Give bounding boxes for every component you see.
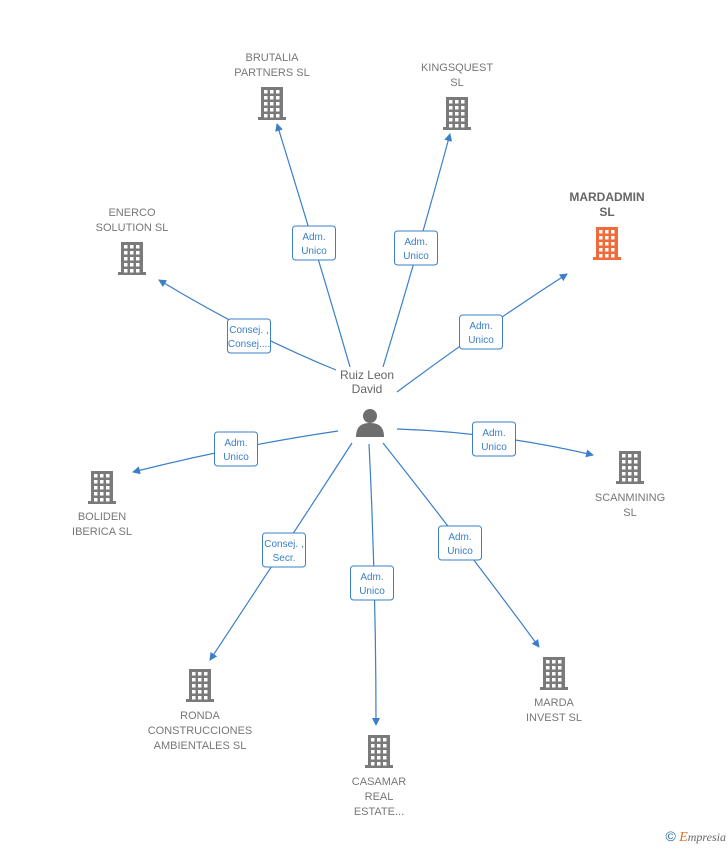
- company-name-line: MARDADMIN: [569, 190, 644, 204]
- relation-text: Consej. ,: [229, 325, 268, 336]
- relation-text: Consej. ,: [264, 539, 303, 550]
- company-name-line: BRUTALIA: [246, 52, 300, 64]
- relation-label-enerco[interactable]: Consej. , Consej....: [227, 318, 271, 354]
- company-name-line: SL: [450, 77, 463, 89]
- brand-initial: E: [679, 830, 688, 845]
- center-name-line1: Ruiz Leon: [340, 368, 394, 382]
- relation-text: Unico: [301, 246, 327, 257]
- company-name-line: CONSTRUCCIONES: [148, 725, 253, 737]
- person-icon: [356, 409, 384, 437]
- company-name-line: MARDA: [534, 697, 574, 709]
- edge-ronda: Consej. , Secr.: [209, 442, 353, 661]
- company-name-line: SCANMINING: [595, 492, 665, 504]
- edge-brutalia: Adm. Unico: [275, 123, 351, 368]
- company-name-line: INVEST SL: [526, 712, 582, 724]
- relation-text: Unico: [359, 586, 385, 597]
- relation-label-brutalia[interactable]: Adm. Unico: [292, 225, 336, 261]
- company-node-marda[interactable]: MARDA INVEST SL: [526, 657, 582, 724]
- relation-text: Unico: [481, 442, 507, 453]
- building-icon: [186, 669, 214, 702]
- relation-text: Adm.: [360, 572, 383, 583]
- relation-text: Unico: [447, 546, 473, 557]
- building-icon: [593, 227, 621, 260]
- company-name-line: SOLUTION SL: [96, 222, 169, 234]
- company-name-line: REAL: [365, 791, 394, 803]
- relation-text: Unico: [403, 251, 429, 262]
- building-icon: [616, 451, 644, 484]
- relation-label-marda[interactable]: Adm. Unico: [438, 525, 482, 561]
- company-node-brutalia[interactable]: BRUTALIA PARTNERS SL: [234, 52, 310, 120]
- company-name-line: RONDA: [180, 710, 220, 722]
- building-icon: [540, 657, 568, 690]
- relation-text: Adm.: [302, 232, 325, 243]
- company-node-scanmining[interactable]: SCANMINING SL: [595, 451, 665, 519]
- relation-label-ronda[interactable]: Consej. , Secr.: [262, 532, 306, 568]
- center-name-line2: David: [352, 382, 383, 396]
- relation-text: Adm.: [469, 321, 492, 332]
- edge-boliden: Adm. Unico: [132, 430, 339, 475]
- relation-text: Consej....: [228, 339, 270, 350]
- building-icon: [443, 97, 471, 130]
- relation-label-mardadmin[interactable]: Adm. Unico: [459, 314, 503, 350]
- relation-label-scanmining[interactable]: Adm. Unico: [472, 421, 516, 457]
- relation-text: Unico: [468, 335, 494, 346]
- building-icon: [118, 242, 146, 275]
- company-node-boliden[interactable]: BOLIDEN IBERICA SL: [72, 471, 132, 538]
- edge-casamar: Adm. Unico: [350, 443, 394, 726]
- building-icon: [88, 471, 116, 504]
- edge-enerco: Consej. , Consej....: [158, 279, 337, 371]
- relation-label-casamar[interactable]: Adm. Unico: [350, 565, 394, 601]
- relation-label-kingsquest[interactable]: Adm. Unico: [394, 230, 438, 266]
- building-icon: [258, 87, 286, 120]
- edge-kingsquest: Adm. Unico: [382, 133, 453, 368]
- company-name-line: AMBIENTALES SL: [154, 740, 247, 752]
- relation-text: Adm.: [224, 438, 247, 449]
- company-name-line: PARTNERS SL: [234, 67, 309, 79]
- edge-marda: Adm. Unico: [382, 442, 540, 648]
- company-name-line: CASAMAR: [352, 776, 406, 788]
- relation-text: Adm.: [404, 237, 427, 248]
- building-icon: [365, 735, 393, 768]
- edge-mardadmin: Adm. Unico: [396, 273, 568, 393]
- edge-line-brutalia: [275, 123, 351, 368]
- company-node-ronda[interactable]: RONDA CONSTRUCCIONES AMBIENTALES SL: [148, 669, 253, 752]
- company-name-line: ESTATE...: [354, 806, 404, 818]
- copyright-icon: ©: [665, 828, 676, 844]
- relation-text: Adm.: [482, 428, 505, 439]
- relation-text: Secr.: [273, 553, 296, 564]
- footer-brand: © Empresia: [666, 828, 726, 846]
- company-name-line: IBERICA SL: [72, 526, 132, 538]
- edge-scanmining: Adm. Unico: [396, 421, 594, 458]
- company-name-line: SL: [623, 507, 636, 519]
- company-node-casamar[interactable]: CASAMAR REAL ESTATE...: [352, 735, 406, 818]
- center-person-node[interactable]: Ruiz Leon David: [340, 368, 394, 437]
- company-name-line: ENERCO: [108, 207, 156, 219]
- relation-text: Adm.: [448, 532, 471, 543]
- relation-text: Unico: [223, 452, 249, 463]
- brand-name: mpresia: [687, 830, 726, 844]
- company-node-enerco[interactable]: ENERCO SOLUTION SL: [96, 207, 169, 275]
- company-name-line: SL: [599, 205, 614, 219]
- relation-label-boliden[interactable]: Adm. Unico: [214, 431, 258, 467]
- company-node-kingsquest[interactable]: KINGSQUEST SL: [421, 62, 493, 130]
- company-name-line: KINGSQUEST: [421, 62, 493, 74]
- company-name-line: BOLIDEN: [78, 511, 126, 523]
